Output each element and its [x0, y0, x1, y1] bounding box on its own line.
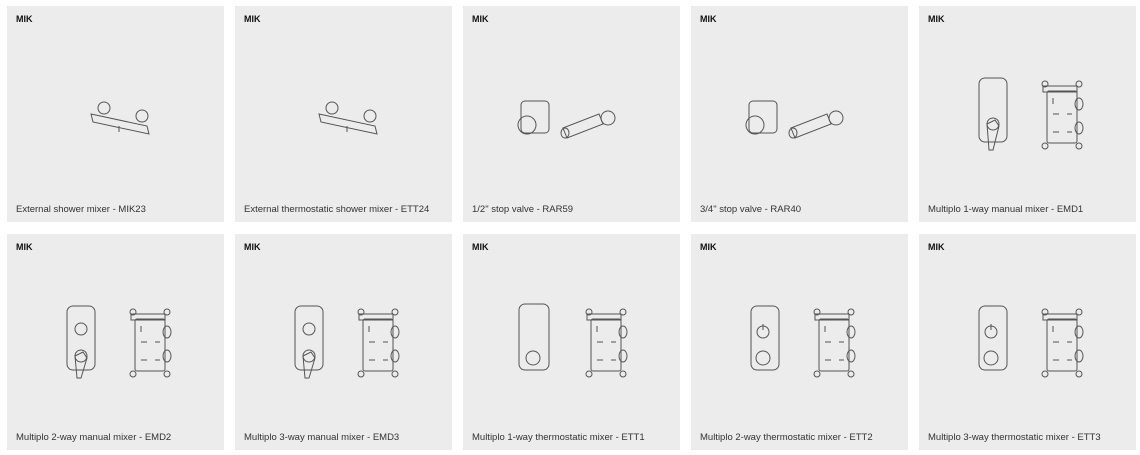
brand-label: MIK — [472, 14, 489, 24]
brand-label: MIK — [16, 14, 33, 24]
brand-label: MIK — [244, 14, 261, 24]
concealed-mixer-two-knob-icon — [978, 305, 1084, 378]
concealed-mixer-lever-icon — [978, 77, 1084, 151]
bar-mixer-icon — [90, 101, 150, 135]
product-card[interactable]: MIK Multiplo 2-way thermostatic mixer - E… — [691, 234, 908, 450]
product-title[interactable]: Multiplo 2-way manual mixer - EMD2 — [16, 432, 172, 443]
product-card[interactable]: MIK External thermostatic shower mixer - … — [235, 6, 452, 222]
product-card[interactable]: MIK 3/4" stop valve - RAR40 — [691, 6, 908, 222]
product-title[interactable]: Multiplo 3-way thermostatic mixer - ETT3 — [928, 432, 1101, 443]
product-title[interactable]: Multiplo 1-way thermostatic mixer - ETT1 — [472, 432, 645, 443]
product-card[interactable]: MIK Multiplo 3-way manual mixer - EMD3 — [235, 234, 452, 450]
product-card[interactable]: MIK 1/2" stop valve - RAR59 — [463, 6, 680, 222]
brand-label: MIK — [244, 242, 261, 252]
brand-label: MIK — [700, 242, 717, 252]
brand-label: MIK — [700, 14, 717, 24]
concealed-mixer-knob-lever-icon — [66, 305, 172, 379]
product-title[interactable]: 3/4" stop valve - RAR40 — [700, 204, 802, 215]
product-card[interactable]: MIK Multiplo 1-way thermostatic mixer - E… — [463, 234, 680, 450]
stop-valve-icon — [517, 100, 616, 139]
product-title[interactable]: 1/2" stop valve - RAR59 — [472, 204, 574, 215]
product-title[interactable]: Multiplo 1-way manual mixer - EMD1 — [928, 204, 1084, 215]
product-card[interactable]: MIK External shower mixer - MIK23 — [7, 6, 224, 222]
stop-valve-icon — [745, 100, 844, 139]
brand-label: MIK — [472, 242, 489, 252]
concealed-mixer-knob-lever-icon — [294, 305, 400, 379]
product-title[interactable]: External shower mixer - MIK23 — [16, 204, 146, 215]
thermo-bar-mixer-icon — [318, 101, 378, 135]
product-title[interactable]: Multiplo 2-way thermostatic mixer - ETT2 — [700, 432, 873, 443]
brand-label: MIK — [928, 14, 945, 24]
brand-label: MIK — [928, 242, 945, 252]
concealed-mixer-two-knob-icon — [750, 305, 856, 378]
product-card[interactable]: MIK Multiplo 2-way manual mixer - EMD2 — [7, 234, 224, 450]
product-card[interactable]: MIK Multiplo 3-way thermostatic mixer - E… — [919, 234, 1136, 450]
product-title[interactable]: External thermostatic shower mixer - ETT… — [244, 204, 430, 215]
product-title[interactable]: Multiplo 3-way manual mixer - EMD3 — [244, 432, 400, 443]
brand-label: MIK — [16, 242, 33, 252]
concealed-mixer-knob-icon — [518, 303, 628, 378]
product-card[interactable]: MIK Multiplo 1-way manual mixer - EMD1 — [919, 6, 1136, 222]
